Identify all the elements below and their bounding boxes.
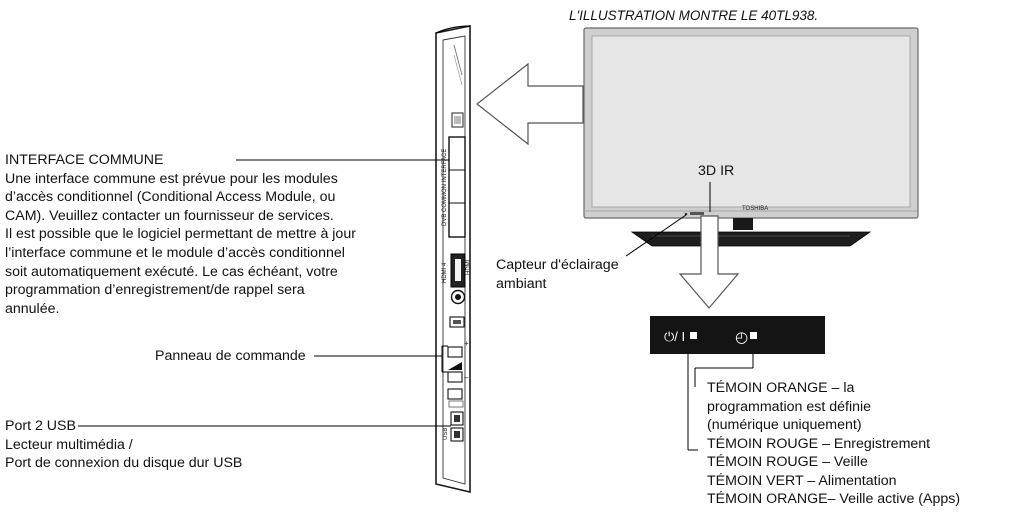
ambient-light-sensor [684, 212, 688, 216]
power-symbol: ⏻/ I [664, 329, 685, 344]
common-interface-title: INTERFACE COMMUNE [5, 152, 164, 168]
timer-led-line: TÉMOIN ORANGE – la [707, 380, 855, 396]
timer-led [750, 332, 757, 339]
sensor-label-line: ambiant [496, 275, 547, 292]
common-interface-line: annulée. [5, 300, 60, 317]
volume-up-button [447, 346, 463, 358]
common-interface-description: INTERFACE COMMUNE Une interface commune … [5, 151, 356, 318]
tv-illustration: TOSHIBA [583, 27, 919, 247]
volume-down-button [447, 371, 463, 383]
input-button [447, 388, 463, 400]
common-interface-slot [448, 136, 466, 238]
common-interface-line: Il est possible que le logiciel permetta… [5, 226, 356, 243]
ambient-light-sensor-label: Capteur d'éclairage ambiant [496, 256, 619, 293]
illustration-caption: L'ILLUSTRATION MONTRE LE 40TL938. [569, 8, 819, 23]
timer-led-line: programmation est définie [707, 398, 872, 415]
common-interface-line: programmation d’enregistrement/de rappel… [5, 282, 305, 299]
indicator-panel-bg [650, 316, 825, 354]
tv-side-panel: DVB COMMON INTERFACE HDMI 4 HDMI + – USB [435, 25, 472, 494]
tv-screen [591, 35, 911, 208]
svg-text:+: + [464, 339, 469, 348]
indicator-zoom-arrow [678, 215, 740, 309]
power-led-line: TÉMOIN ORANGE– Veille active (Apps) [707, 491, 961, 508]
tv-stand-base [630, 231, 872, 247]
ir-label: 3D IR [698, 163, 735, 179]
power-led [690, 332, 697, 339]
power-led-description: TÉMOIN ROUGE – Veille TÉMOIN VERT – Alim… [707, 453, 960, 509]
timer-led-line: TÉMOIN ROUGE – Enregistrement [707, 435, 931, 452]
usb-port-description: Port 2 USB Lecteur multimédia / Port de … [5, 417, 242, 473]
usb-title: Port 2 USB [5, 418, 76, 434]
tv-logo: TOSHIBA [742, 206, 768, 212]
indicator-panel: ⏻/ I ◴ [650, 316, 825, 354]
common-interface-line: l’interface commune et le module d’accès… [5, 244, 345, 261]
common-interface-line: soit automatiquement exécuté. Le cas éch… [5, 263, 338, 280]
power-led-line: TÉMOIN ROUGE – Veille [707, 454, 868, 470]
control-panel-label: Panneau de commande [155, 348, 306, 364]
common-interface-text: DVB COMMON INTERFACE [442, 149, 448, 226]
hdmi-port-text: HDMI 4 [442, 262, 448, 283]
hdmi-logo: HDMI [466, 259, 472, 275]
common-interface-line: Une interface commune est prévue pour le… [5, 170, 338, 187]
sensor-label-line: Capteur d'éclairage [496, 257, 619, 273]
ir-sensor-window [690, 212, 704, 215]
usb-line: Port de connexion du disque dur USB [5, 455, 243, 472]
svg-text:–: – [464, 373, 469, 382]
common-interface-line: d’accès conditionnel (Conditional Access… [5, 189, 336, 206]
timer-led-description: TÉMOIN ORANGE – la programmation est déf… [707, 379, 930, 453]
side-view-arrow [476, 62, 584, 146]
timer-led-line: (numérique uniquement) [707, 417, 862, 434]
timer-symbol: ◴ [735, 329, 748, 346]
common-interface-line: CAM). Veuillez contacter un fournisseur … [5, 207, 334, 224]
tv-stand-neck [733, 218, 753, 230]
power-led-line: TÉMOIN VERT – Alimentation [707, 472, 897, 489]
usb-line: Lecteur multimédia / [5, 436, 133, 453]
usb-port-text: USB [443, 428, 449, 440]
